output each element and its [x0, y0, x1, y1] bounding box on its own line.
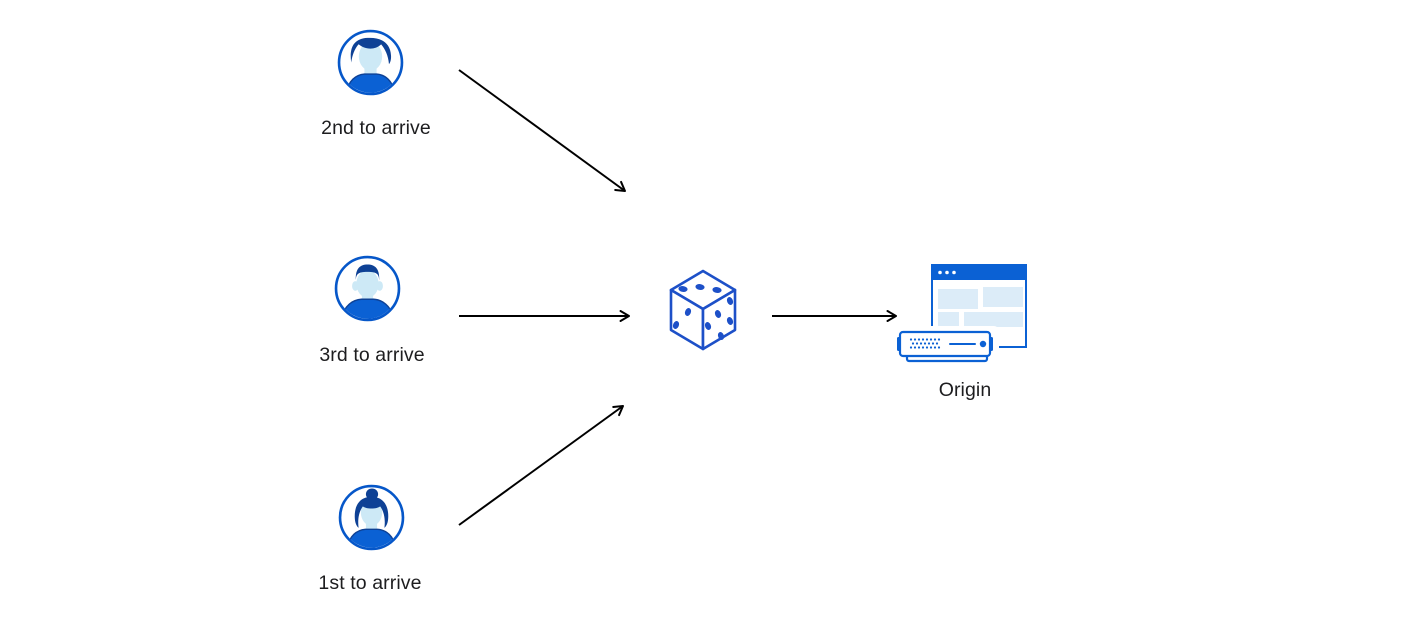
man-swept-hair-avatar-icon: [337, 29, 404, 96]
avatar-face: [358, 42, 383, 71]
randomizer-node: [668, 269, 738, 356]
origin-server-browser-icon: [897, 264, 1027, 365]
arrow-client-2nd-to-dice: [458, 69, 626, 192]
client-node-3rd: 3rd to arrive: [319, 255, 425, 366]
origin-node: Origin: [897, 262, 1031, 401]
server-status-dot: [979, 340, 987, 348]
server-body: [898, 330, 992, 358]
client-label-2nd: 2nd to arrive: [321, 117, 431, 139]
dice-pips-right: [704, 297, 734, 340]
woman-bun-avatar-icon: [338, 484, 405, 551]
man-flat-top-avatar-icon: [334, 255, 401, 322]
avatar-hair: [350, 37, 392, 65]
client-label-3rd: 3rd to arrive: [319, 344, 425, 366]
dice-pips-top: [678, 284, 722, 293]
client-node-2nd: 2nd to arrive: [321, 29, 431, 139]
client-label-1st: 1st to arrive: [318, 572, 422, 594]
server-vent-dots: [909, 338, 941, 349]
origin-label: Origin: [938, 379, 992, 401]
avatar-hair: [354, 496, 389, 528]
browser-titlebar-dots: [938, 270, 956, 275]
avatar-face: [356, 270, 379, 298]
client-node-1st: 1st to arrive: [318, 484, 421, 594]
dice-pips-left: [672, 308, 692, 329]
avatar-hair: [355, 264, 380, 281]
browser-titlebar: [931, 264, 1027, 280]
dice-right-face: [701, 288, 737, 351]
dice-icon: [669, 269, 737, 351]
arrow-client-1st-to-dice: [458, 405, 624, 526]
